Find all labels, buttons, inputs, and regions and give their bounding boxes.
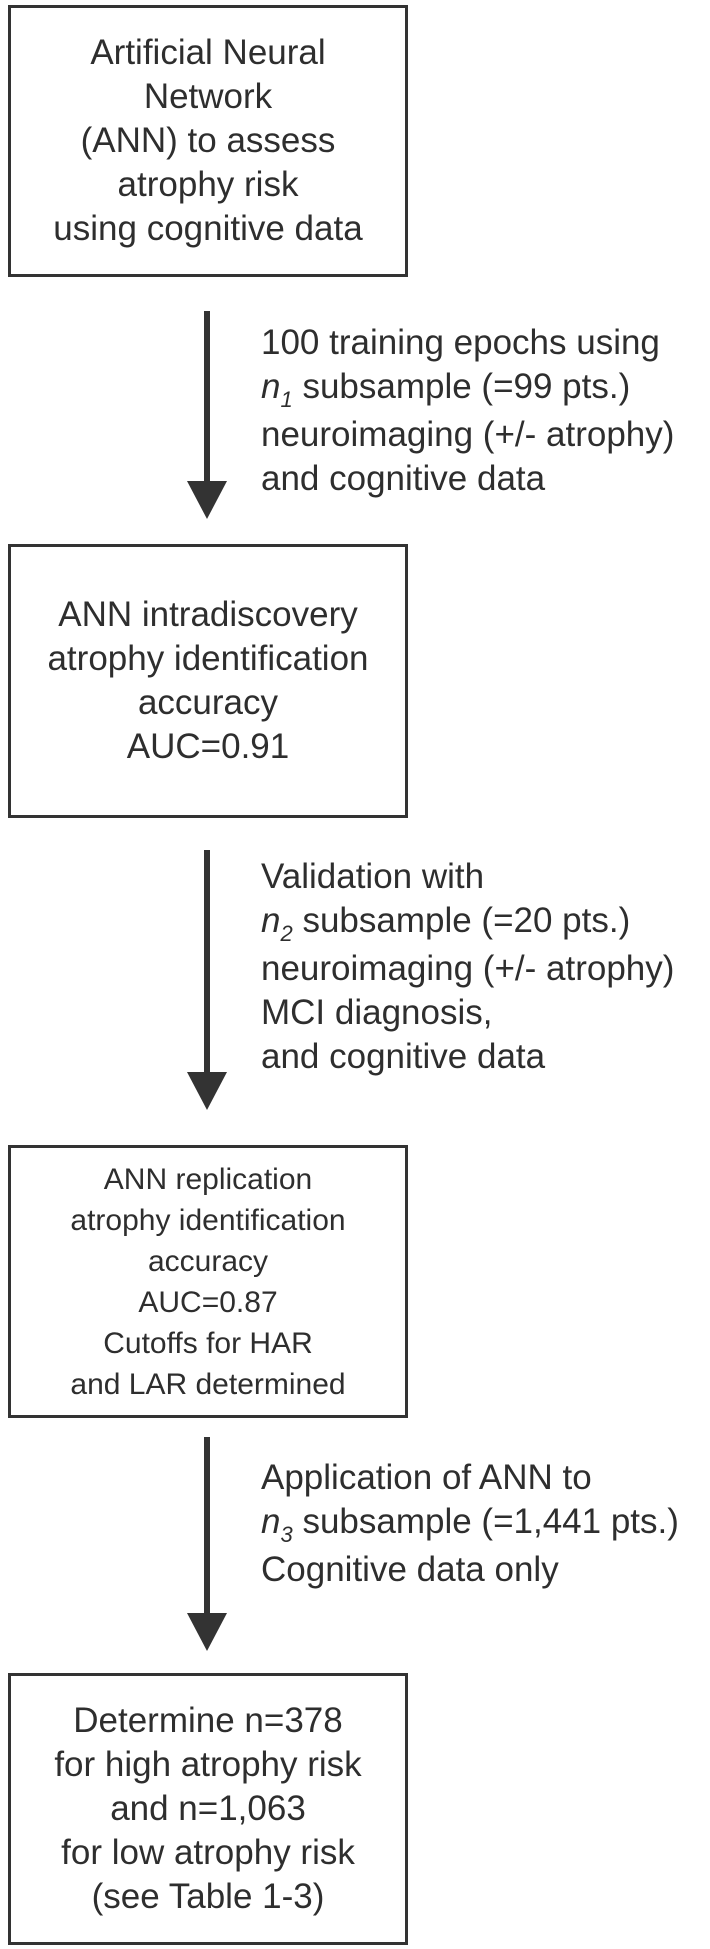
variable-n: n <box>261 367 281 406</box>
label-line: Application of ANN to <box>261 1458 592 1497</box>
box-text-line: and n=1,063 <box>110 1789 306 1828</box>
box-text-line: Cutoffs for HAR <box>103 1326 313 1360</box>
arrow-head <box>187 481 227 519</box>
box-text-line: Determine n=378 <box>73 1701 343 1740</box>
arrow-shaft <box>204 311 210 483</box>
arrow-head <box>187 1072 227 1110</box>
box-text-line: (see Table 1-3) <box>91 1877 325 1916</box>
label-line: n2 subsample (=20 pts.) <box>261 899 674 947</box>
label-line: Cognitive data only <box>261 1550 559 1589</box>
label-line-rest: subsample (=20 pts.) <box>292 901 631 940</box>
box-text-line: and LAR determined <box>70 1367 346 1401</box>
box-text-line: atrophy identification <box>47 639 369 678</box>
label-line-rest: subsample (=1,441 pts.) <box>292 1502 679 1541</box>
box-text-line: using cognitive data <box>53 209 363 248</box>
variable-subscript: 1 <box>280 387 293 412</box>
label-line: neuroimaging (+/- atrophy) <box>261 949 675 988</box>
box-text-line: ANN intradiscovery <box>58 595 358 634</box>
label-line: and cognitive data <box>261 1037 546 1076</box>
variable-n: n <box>261 1502 281 1541</box>
box-text-line: (ANN) to assess <box>80 121 336 160</box>
label-training-epochs: 100 training epochs using n1 subsample (… <box>261 321 674 501</box>
label-line: neuroimaging (+/- atrophy) <box>261 415 675 454</box>
box-determine-risk-groups: Determine n=378 for high atrophy risk an… <box>8 1673 408 1945</box>
box-ann-intradiscovery-accuracy: ANN intradiscovery atrophy identificatio… <box>8 544 408 818</box>
label-line: n3 subsample (=1,441 pts.) <box>261 1500 679 1548</box>
box-text-line: for low atrophy risk <box>61 1833 355 1872</box>
box-ann-assess-atrophy-risk: Artificial Neural Network (ANN) to asses… <box>8 5 408 277</box>
box-text-line: atrophy identification <box>70 1203 346 1237</box>
label-application: Application of ANN to n3 subsample (=1,4… <box>261 1456 679 1592</box>
box-text-line: AUC=0.91 <box>126 727 290 766</box>
box-text-line: ANN replication <box>103 1162 313 1196</box>
box-text-line: for high atrophy risk <box>54 1745 362 1784</box>
variable-subscript: 2 <box>280 921 293 946</box>
arrow-head <box>187 1613 227 1651</box>
label-line-rest: subsample (=99 pts.) <box>292 367 631 406</box>
arrow-shaft <box>204 850 210 1074</box>
arrow-down-icon <box>187 1437 227 1652</box>
variable-n: n <box>261 901 281 940</box>
box-text-line: accuracy <box>147 1244 269 1278</box>
arrow-shaft <box>204 1437 210 1615</box>
label-line: MCI diagnosis, <box>261 993 493 1032</box>
box-text-line: Artificial Neural <box>90 33 326 72</box>
label-line: Validation with <box>261 857 485 896</box>
box-text-line: atrophy risk <box>117 165 299 204</box>
label-line: n1 subsample (=99 pts.) <box>261 365 674 413</box>
label-line: 100 training epochs using <box>261 323 660 362</box>
box-text-line: accuracy <box>137 683 279 722</box>
arrow-down-icon <box>187 850 227 1110</box>
box-text-line: AUC=0.87 <box>138 1285 278 1319</box>
box-ann-replication-accuracy: ANN replication atrophy identification a… <box>8 1145 408 1418</box>
label-validation: Validation with n2 subsample (=20 pts.) … <box>261 855 674 1079</box>
label-line: and cognitive data <box>261 459 546 498</box>
box-text-line: Network <box>143 77 273 116</box>
arrow-down-icon <box>187 311 227 520</box>
variable-subscript: 3 <box>280 1522 293 1547</box>
